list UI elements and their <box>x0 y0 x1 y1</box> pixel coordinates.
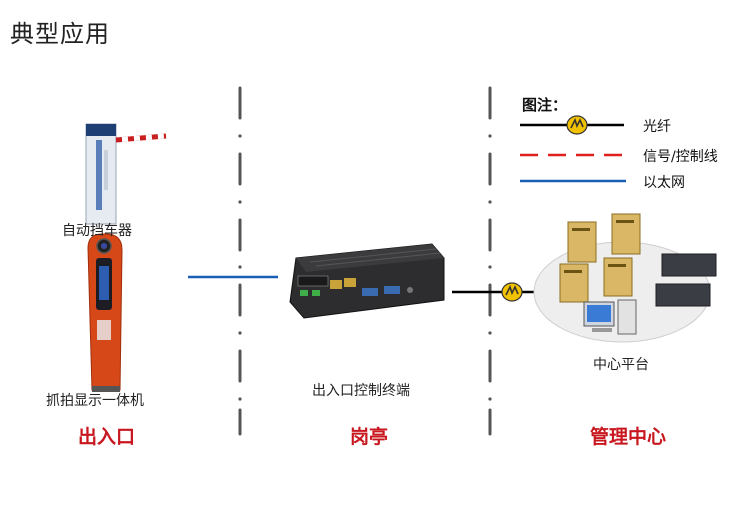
central-platform-label: 中心平台 <box>593 357 649 373</box>
barrier-gate-image <box>85 123 167 225</box>
central-platform-image <box>533 213 717 343</box>
zone-label-center: 管理中心 <box>590 426 667 448</box>
fiber-icon <box>501 282 523 302</box>
controller-terminal-label: 出入口控制终端 <box>312 383 410 399</box>
workstation-icon <box>583 299 637 335</box>
legend-label-ethernet: 以太网 <box>643 175 685 191</box>
zone-label-booth: 岗亭 <box>350 426 389 448</box>
capture-display-label: 抓拍显示一体机 <box>46 393 144 409</box>
legend-title: 图注： <box>522 96 568 114</box>
controller-terminal-image <box>289 243 445 319</box>
barrier-gate-label: 自动挡车器 <box>62 223 132 239</box>
server-icons <box>559 213 641 303</box>
legend-label-signal: 信号/控制线 <box>643 149 718 165</box>
capture-display-image <box>87 233 123 392</box>
zone-label-entrance: 出入口 <box>78 426 136 448</box>
storage-icons <box>655 253 717 307</box>
divider-right <box>488 86 492 436</box>
legend-fiber-swatch <box>520 115 624 135</box>
legend-label-fiber: 光纤 <box>643 119 671 135</box>
page-title: 典型应用 <box>10 20 110 48</box>
divider-left <box>238 86 242 436</box>
